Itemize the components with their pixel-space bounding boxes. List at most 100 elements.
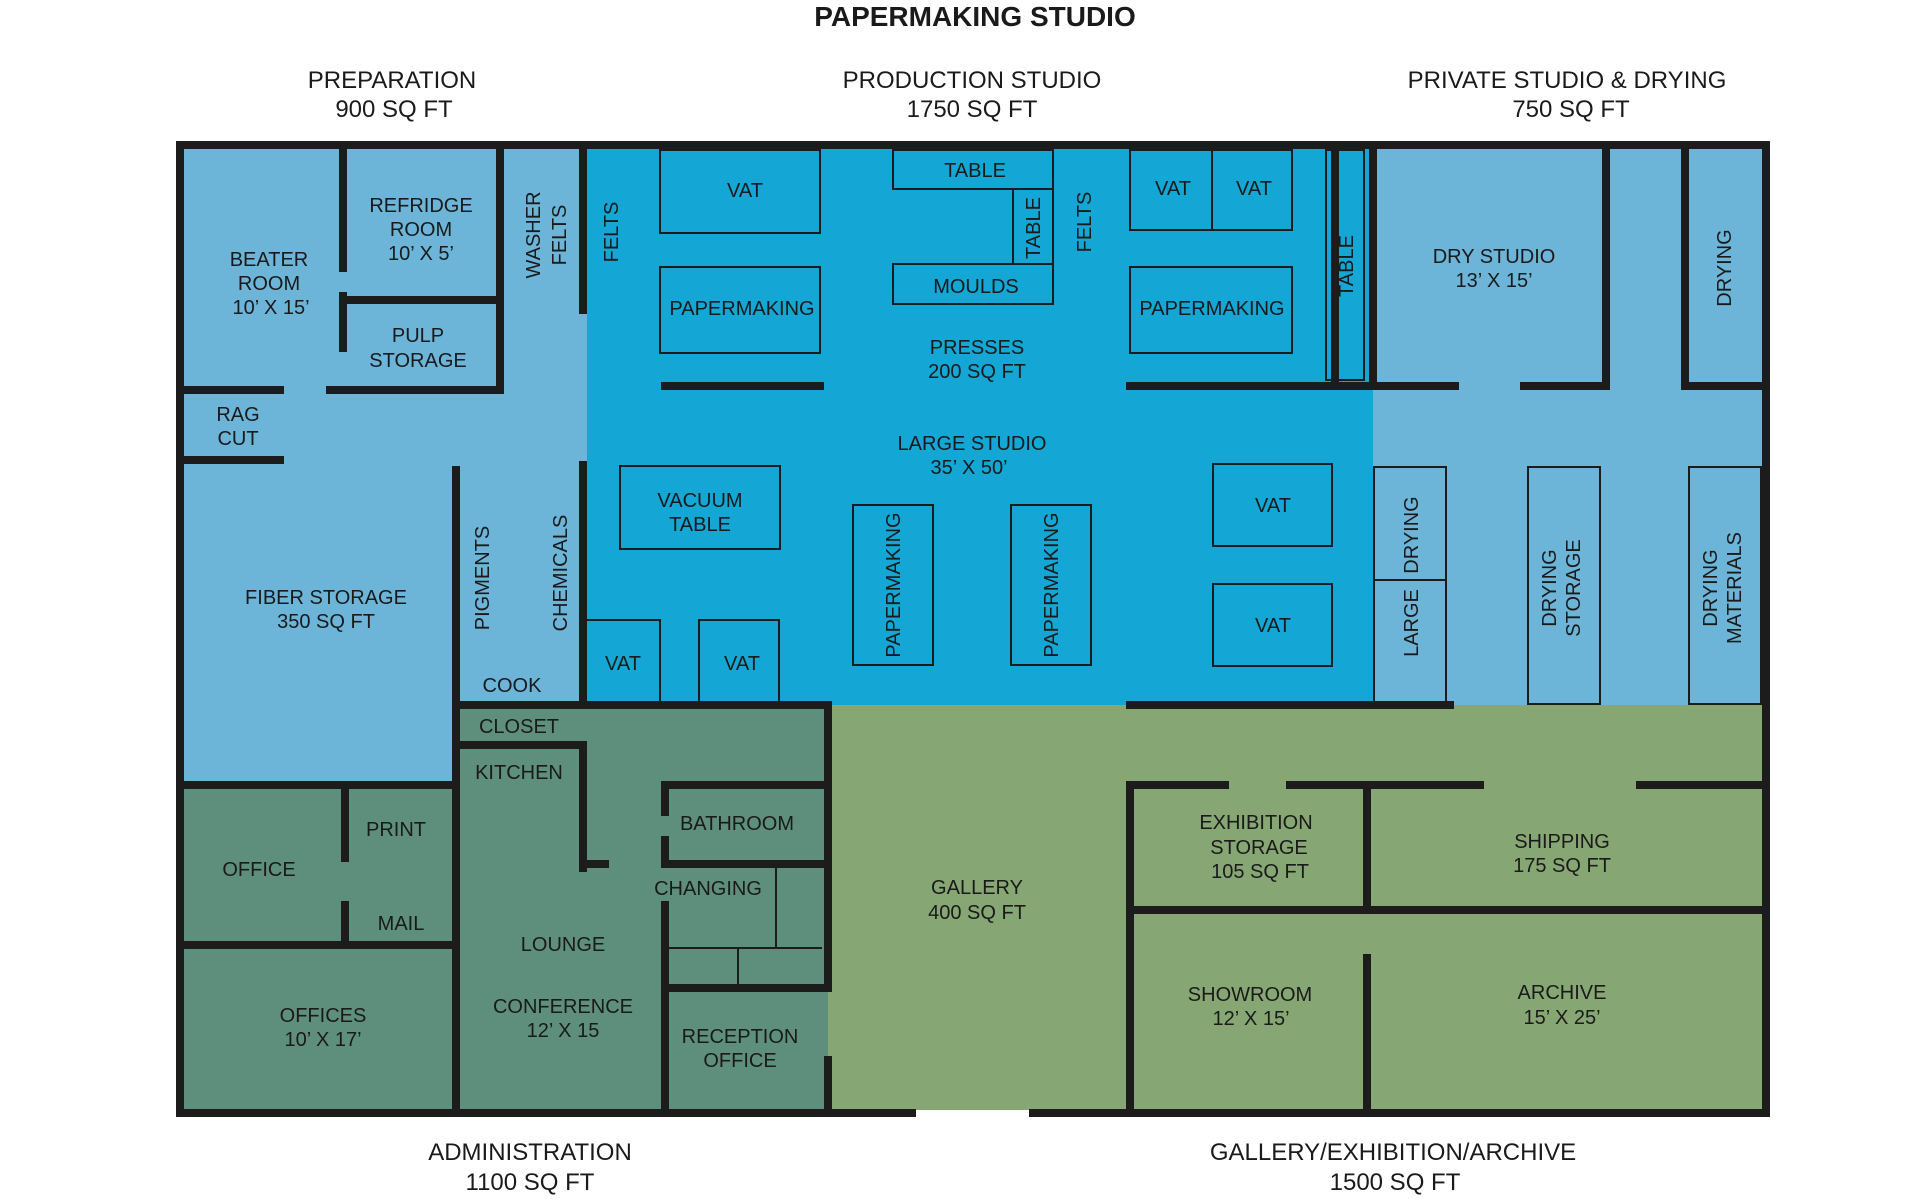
plan-label: TABLE — [669, 514, 731, 536]
plan-label: PULP — [392, 325, 444, 347]
zone-header-administration: ADMINISTRATION 1100 SQ FT — [428, 1139, 632, 1196]
table-top — [892, 149, 1054, 190]
plan-label: 400 SQ FT — [928, 902, 1026, 924]
room-pigments: PIGMENTS — [472, 526, 494, 630]
zone-name: GALLERY/EXHIBITION/ARCHIVE — [1210, 1139, 1576, 1166]
plan-label: ROOM — [238, 273, 300, 295]
vat-top-left — [659, 149, 821, 234]
table-label-vertical: TABLE — [1023, 197, 1045, 259]
drying-materials-box — [1688, 466, 1762, 705]
large-label: LARGE — [1401, 589, 1423, 657]
zone-area: 1100 SQ FT — [466, 1169, 595, 1196]
plan-label: VACUUM — [657, 490, 742, 512]
papermaking-label: PAPERMAKING — [669, 298, 814, 320]
plan-label: SHIPPING — [1514, 831, 1610, 853]
plan-label: 13’ X 15’ — [1455, 270, 1532, 292]
zone-area: 900 SQ FT — [335, 96, 453, 123]
plan-label: 15’ X 25’ — [1523, 1007, 1600, 1029]
plan-label: FIBER STORAGE — [245, 587, 407, 609]
vat-label: VAT — [1155, 178, 1191, 200]
plan-label: BEATER — [230, 249, 309, 271]
vat-label: VAT — [724, 653, 760, 675]
plan-label: CONFERENCE — [493, 996, 633, 1018]
zone-area: 750 SQ FT — [1512, 96, 1630, 123]
papermaking-label: PAPERMAKING — [1139, 298, 1284, 320]
large-drying-label: DRYING — [1401, 496, 1423, 573]
plan-label: ARCHIVE — [1518, 982, 1607, 1004]
zone-header-gallery: GALLERY/EXHIBITION/ARCHIVE 1500 SQ FT — [1210, 1139, 1576, 1196]
plan-label: 12’ X 15’ — [1212, 1008, 1289, 1030]
drying-storage-label-b: STORAGE — [1563, 539, 1585, 636]
plan-label: REFRIDGE — [369, 195, 472, 217]
drying-storage-label-a: DRYING — [1539, 549, 1561, 626]
room-changing: CHANGING — [654, 878, 762, 900]
room-archive: ARCHIVE 15’ X 25’ — [1518, 982, 1607, 1029]
fixtures-outlines — [585, 149, 1762, 988]
zone-area: 1750 SQ FT — [907, 96, 1038, 123]
zone-name: PRODUCTION STUDIO — [843, 67, 1102, 94]
plan-label: RAG — [216, 404, 259, 426]
vat-label: VAT — [1255, 615, 1291, 637]
felts-label-right: FELTS — [1074, 192, 1096, 253]
vat-label: VAT — [1236, 178, 1272, 200]
zone-name: ADMINISTRATION — [428, 1139, 632, 1166]
walls — [176, 141, 1770, 1117]
papermaking-top-right — [1129, 266, 1293, 354]
table-right-strip — [1325, 149, 1365, 381]
room-cook: COOK — [483, 675, 543, 697]
zone-area: 1500 SQ FT — [1330, 1169, 1461, 1196]
plan-label: 10’ X 5’ — [388, 243, 454, 265]
room-closet: CLOSET — [479, 716, 559, 738]
room-gallery: GALLERY 400 SQ FT — [928, 877, 1026, 924]
room-washer-label: WASHER — [523, 191, 545, 278]
zone-header-private: PRIVATE STUDIO & DRYING 750 SQ FT — [1408, 67, 1727, 123]
zone-fill-private — [1373, 148, 1763, 705]
papermaking-label-vertical: PAPERMAKING — [883, 512, 905, 657]
zone-name: PREPARATION — [308, 67, 476, 94]
felts-label-left: FELTS — [601, 202, 623, 263]
fixture-labels: VAT TABLE TABLE FELTS FELTS MOULDS PAPER… — [601, 160, 1746, 675]
moulds-label: MOULDS — [933, 276, 1019, 298]
vat-mid-right — [1212, 463, 1333, 547]
zone-header-preparation: PREPARATION 900 SQ FT — [308, 67, 476, 123]
zone-header-production: PRODUCTION STUDIO 1750 SQ FT — [843, 67, 1102, 123]
plan-label: GALLERY — [931, 877, 1023, 899]
room-print: PRINT — [366, 819, 426, 841]
vat-label: VAT — [605, 653, 641, 675]
moulds-box — [892, 263, 1054, 305]
plan-label: DRY STUDIO — [1433, 246, 1556, 268]
plan-label: CUT — [217, 428, 258, 450]
plan-label: PRESSES — [930, 337, 1024, 359]
vacuum-table-box — [619, 465, 781, 550]
plan-label: OFFICES — [280, 1005, 367, 1027]
plan-label: 105 SQ FT — [1211, 861, 1309, 883]
drying-materials-label-b: MATERIALS — [1724, 532, 1746, 644]
plan-label: STORAGE — [369, 350, 466, 372]
table-label-strip: TABLE — [1336, 235, 1358, 297]
vat-label: VAT — [1255, 495, 1291, 517]
plan-label: 350 SQ FT — [277, 611, 375, 633]
vat-low-right — [1212, 583, 1333, 667]
drying-storage-box — [1527, 466, 1601, 705]
zone-name: PRIVATE STUDIO & DRYING — [1408, 67, 1727, 94]
plan-label: SHOWROOM — [1188, 984, 1312, 1006]
plan-label: 200 SQ FT — [928, 361, 1026, 383]
plan-title: PAPERMAKING STUDIO — [814, 1, 1136, 32]
plan-label: 35’ X 50’ — [930, 457, 1007, 479]
papermaking-label-vertical: PAPERMAKING — [1041, 512, 1063, 657]
papermaking-top-left — [659, 266, 821, 354]
room-mail: MAIL — [378, 913, 425, 935]
plan-label: EXHIBITION — [1199, 812, 1312, 834]
